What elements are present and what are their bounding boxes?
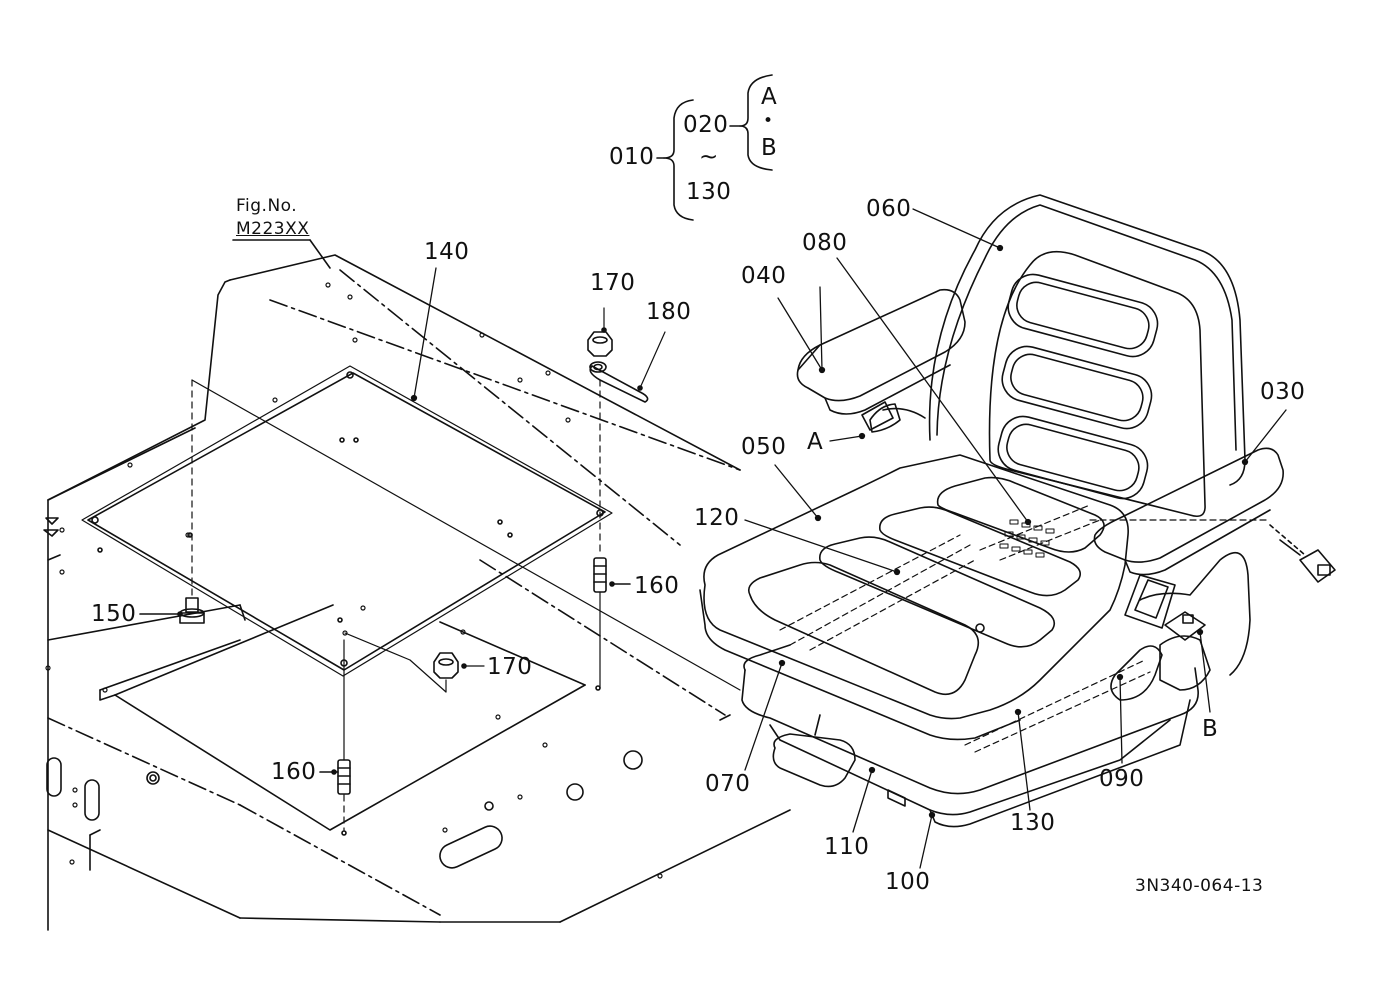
assembly-range-end: 130 <box>686 179 732 205</box>
ref-b-label: B <box>1202 716 1219 742</box>
callout-180: 180 <box>646 299 692 325</box>
assembly-range-start: 020 <box>683 112 729 138</box>
assembly-range-tilde: ~ <box>699 144 719 170</box>
floor-plate-140 <box>81 365 741 691</box>
callout-120: 120 <box>694 505 740 531</box>
callout-140: 140 <box>424 239 470 265</box>
callout-160-lower: 160 <box>271 759 317 785</box>
callout-160-upper: 160 <box>634 573 680 599</box>
callout-090: 090 <box>1099 766 1145 792</box>
floor-frame <box>43 254 791 931</box>
callout-leaders <box>410 208 1287 869</box>
callout-050: 050 <box>741 434 787 460</box>
assembly-variant-dot: • <box>763 111 774 131</box>
callout-170-upper: 170 <box>590 270 636 296</box>
fig-number-label: Fig.No. <box>236 196 298 216</box>
fig-ref-leader <box>232 239 331 269</box>
callout-080: 080 <box>802 230 848 256</box>
ref-a-label: A <box>807 429 824 455</box>
callout-170-lower: 170 <box>487 654 533 680</box>
fig-number-code: M223XX <box>236 219 310 239</box>
callout-110: 110 <box>824 834 870 860</box>
callout-070: 070 <box>705 771 751 797</box>
assembly-main-number: 010 <box>609 144 655 170</box>
callout-150: 150 <box>91 601 137 627</box>
callout-100: 100 <box>885 869 931 895</box>
assembly-variant-a: A <box>761 84 778 110</box>
callout-030: 030 <box>1260 379 1306 405</box>
assembly-brackets <box>656 74 773 221</box>
assembly-variant-b: B <box>761 135 778 161</box>
seat-assembly <box>699 194 1336 828</box>
drawing-code: 3N340-064-13 <box>1135 876 1264 896</box>
callout-040: 040 <box>741 263 787 289</box>
fasteners <box>139 307 666 836</box>
callout-060: 060 <box>866 196 912 222</box>
callout-130: 130 <box>1010 810 1056 836</box>
